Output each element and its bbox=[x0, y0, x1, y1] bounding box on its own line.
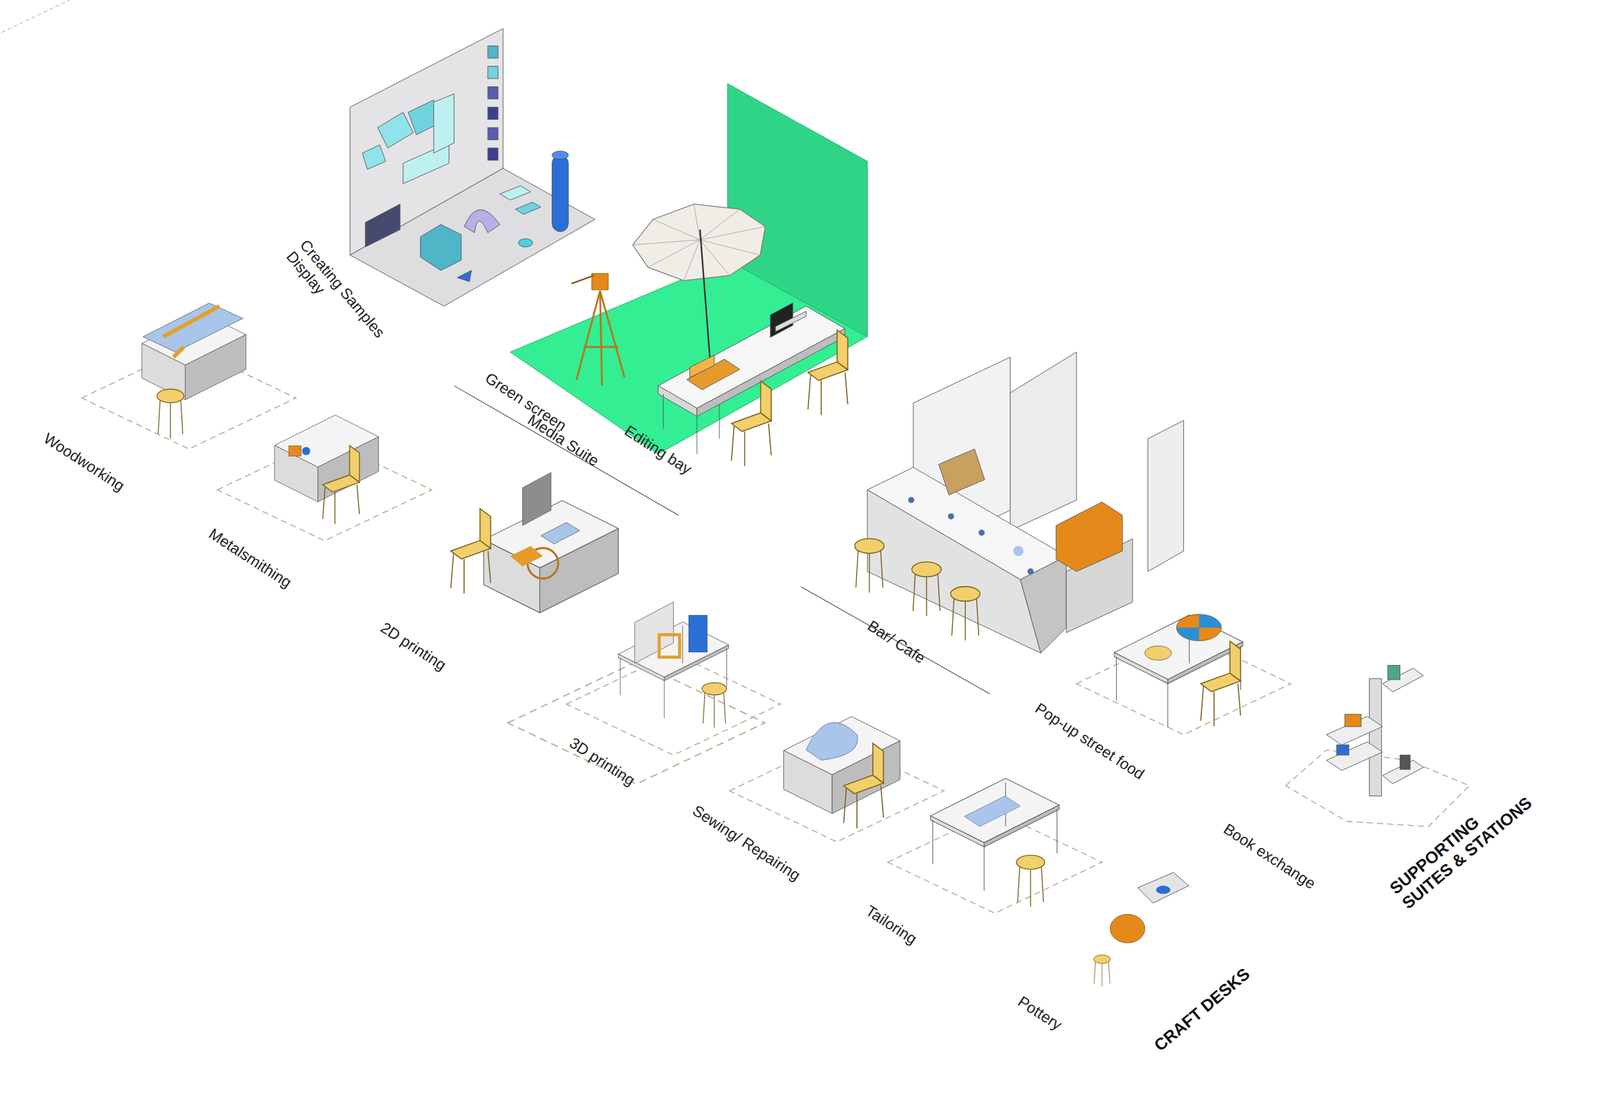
station-label: Tailoring bbox=[862, 901, 920, 948]
station-label: Metalsmithing bbox=[205, 524, 295, 592]
station-label: Pop-up street food bbox=[1031, 698, 1148, 783]
station-label: Sewing/ Repairing bbox=[689, 801, 804, 884]
station-label: 2D printing bbox=[377, 618, 450, 674]
station-label: Woodworking bbox=[40, 429, 128, 495]
station-label: Book exchange bbox=[1219, 819, 1319, 893]
station-label: 3D printing bbox=[566, 734, 639, 790]
section-title: CRAFT DESKS bbox=[1150, 964, 1254, 1056]
station-label: Pottery bbox=[1015, 992, 1066, 1035]
station-label: Bar/ Cafe bbox=[864, 616, 928, 667]
section-title: SUPPORTING SUITES & STATIONS bbox=[1386, 776, 1539, 913]
